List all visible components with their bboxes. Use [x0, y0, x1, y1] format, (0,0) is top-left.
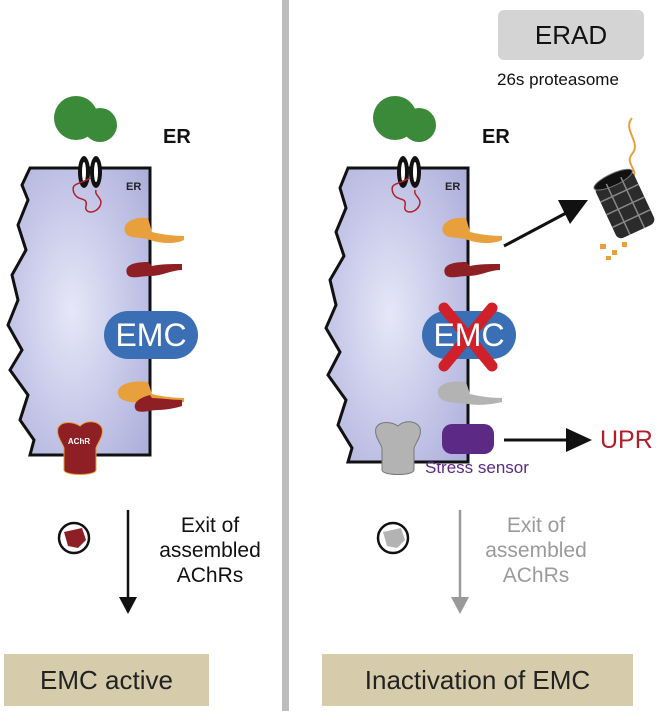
stress-sensor — [442, 424, 494, 454]
emc-inactivation-label: Inactivation of EMC — [322, 654, 633, 706]
erad-arrow — [503, 200, 588, 248]
left-exit-arrow — [119, 510, 137, 614]
left-translocon — [72, 156, 102, 213]
right-orange-protein — [442, 217, 502, 243]
left-achr-pentamer — [57, 421, 103, 475]
left-secreted-achr — [57, 521, 91, 555]
right-exit-line-1: Exit of — [506, 514, 566, 537]
left-bound-proteins — [117, 381, 184, 412]
left-exit-line-3: AChRs — [176, 564, 244, 587]
right-translocon — [391, 156, 421, 213]
left-red-protein — [126, 262, 182, 278]
right-grey-pentamer — [375, 421, 421, 475]
right-ribosome — [373, 96, 436, 142]
emc-inactivation-x-mark — [438, 302, 498, 372]
right-exit-line-2: assembled — [485, 539, 587, 562]
right-secreted-achr — [376, 521, 410, 555]
right-red-protein — [444, 262, 500, 278]
left-exit-line-1: Exit of — [180, 514, 240, 537]
erad-box: ERAD — [498, 10, 644, 60]
right-er-label: ER — [482, 126, 510, 148]
right-emc-label: EMC — [433, 317, 505, 353]
left-orange-protein — [124, 217, 184, 243]
left-emc-label: EMC — [115, 317, 187, 353]
right-grey-protein — [437, 381, 502, 405]
right-exit-line-3: AChRs — [502, 564, 570, 587]
achr-label: AChR — [67, 437, 91, 446]
left-emc-complex — [104, 311, 198, 359]
left-ribosome — [54, 96, 117, 142]
right-exit-text: Exit of assembled AChRs — [478, 513, 594, 588]
upr-arrow — [504, 428, 592, 452]
upr-label: UPR — [600, 426, 653, 454]
right-er-lumen-label: ER — [445, 181, 461, 193]
stress-sensor-label: Stress sensor — [425, 458, 529, 477]
proteasome-icon — [593, 117, 655, 260]
panel-divider — [282, 0, 289, 711]
left-er-lumen-label: ER — [126, 181, 142, 193]
right-exit-arrow — [451, 510, 469, 614]
left-er-label: ER — [163, 126, 191, 148]
proteasome-label: 26s proteasome — [497, 70, 619, 89]
left-exit-text: Exit of assembled AChRs — [152, 513, 268, 588]
left-exit-line-2: assembled — [159, 539, 261, 562]
emc-active-label: EMC active — [4, 654, 209, 706]
